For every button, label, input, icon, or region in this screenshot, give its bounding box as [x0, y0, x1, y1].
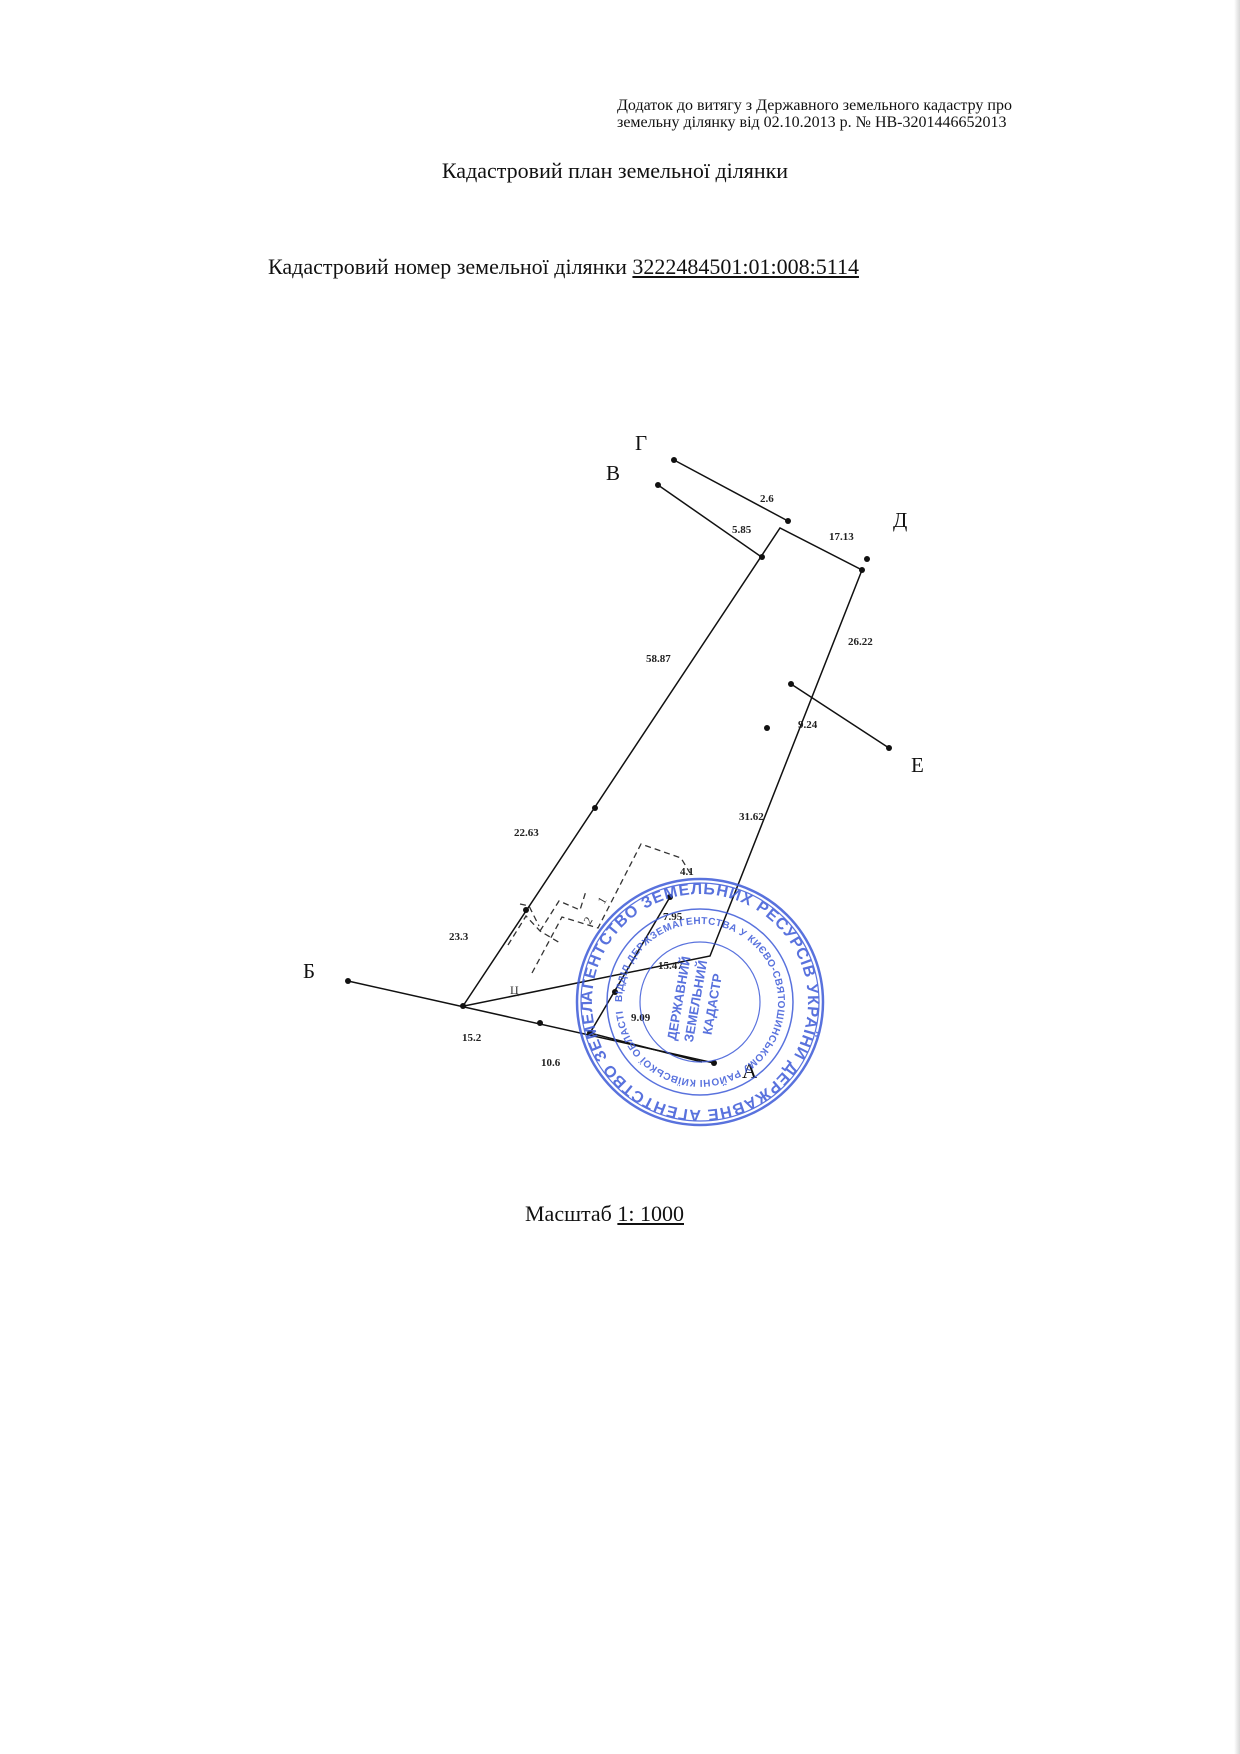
dimension-label: 2.6	[760, 493, 774, 505]
official-stamp: АГЕНТСТВО ЗЕМЕЛЬНИХ РЕСУРСІВ УКРАЇНИ ДЕР…	[0, 0, 825, 1127]
svg-text:АГЕНТСТВО ЗЕМЕЛЬНИХ РЕСУРСІВ У: АГЕНТСТВО ЗЕМЕЛЬНИХ РЕСУРСІВ УКРАЇНИ ДЕР…	[0, 0, 821, 1123]
buildings-dashed	[507, 843, 691, 974]
scale-line: Масштаб 1: 1000	[525, 1201, 684, 1227]
dimension-label: 4.1	[680, 866, 694, 878]
dimension-label: 5.85	[732, 524, 752, 536]
dimension-label: 15.2	[462, 1032, 482, 1044]
document-header: Додаток до витягу з Державного земельног…	[617, 97, 1217, 131]
scale-value: 1: 1000	[617, 1201, 684, 1226]
point-label-b: Б	[303, 959, 315, 983]
dimension-label: 10.6	[541, 1057, 561, 1069]
dimension-label: 31.62	[739, 811, 764, 823]
scan-edge	[1234, 0, 1240, 1754]
dimension-label: 58.87	[646, 653, 671, 665]
dimension-label: 22.63	[514, 827, 539, 839]
svg-text:Ц: Ц	[510, 983, 519, 997]
page-title: Кадастровий план земельної ділянки	[0, 158, 1240, 184]
cadastral-number-line: Кадастровий номер земельної ділянки 3222…	[268, 254, 859, 280]
point-label-g: Г	[635, 431, 647, 455]
svg-text:1: 1	[594, 894, 609, 906]
point-label-d: Д	[893, 508, 907, 532]
page-title-text: Кадастровий план земельної ділянки	[441, 158, 789, 183]
dimension-label: 26.22	[848, 636, 873, 648]
svg-text:2: 2	[580, 914, 595, 926]
cadastral-number: 3222484501:01:008:5114	[632, 254, 859, 279]
dimension-label: 9.09	[631, 1012, 651, 1024]
stamp-outer-text: АГЕНТСТВО ЗЕМЕЛЬНИХ РЕСУРСІВ УКРАЇНИ ДЕР…	[0, 0, 820, 1123]
header-line-1: Додаток до витягу з Державного земельног…	[617, 97, 1012, 114]
dimension-label: 15.47	[658, 960, 683, 972]
point-labels: А Б В Г Д Е	[303, 431, 924, 1083]
point-label-v: В	[606, 461, 620, 485]
vertex-markers	[345, 457, 892, 1066]
dimension-labels: 2.6 17.13 5.85 58.87 26.22 9.24 31.62 22…	[449, 493, 873, 1069]
dimension-label: 23.3	[449, 931, 469, 943]
cadastral-number-label: Кадастровий номер земельної ділянки	[268, 254, 627, 279]
scale-label: Масштаб	[525, 1201, 612, 1226]
point-label-e: Е	[911, 753, 924, 777]
dimension-label: 17.13	[829, 531, 854, 543]
dimension-label: 9.24	[798, 719, 818, 731]
header-line-2: земельну ділянку від 02.10.2013 р. № НВ-…	[617, 114, 1007, 131]
